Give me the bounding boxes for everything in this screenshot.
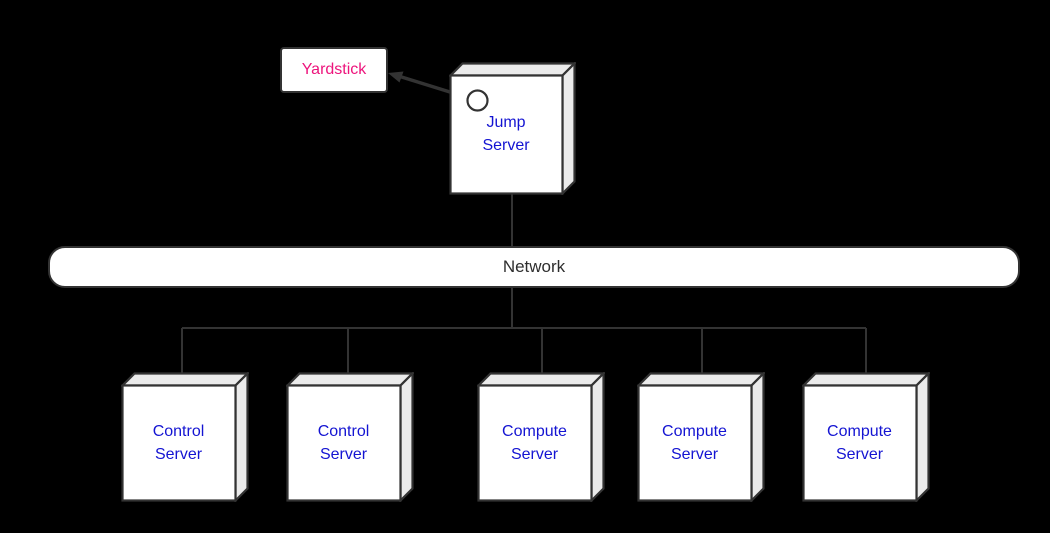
node-top-face <box>476 371 605 387</box>
compute-server-1-node: Compute Server <box>476 371 605 502</box>
server-box <box>801 371 930 502</box>
node-front-face <box>285 383 402 502</box>
node-front-face <box>476 383 593 502</box>
server-box <box>476 371 605 502</box>
compute-server-3-node: Compute Server <box>801 371 930 502</box>
control-server-1-label: Control Server <box>152 422 205 463</box>
node-right-face <box>914 371 930 502</box>
jump-server-label: Jump Server <box>482 114 530 154</box>
node-front-face <box>636 383 753 502</box>
server-box <box>285 371 414 502</box>
compute-server-3-label: Compute Server <box>827 422 892 463</box>
node-right-face <box>589 371 605 502</box>
node-right-face <box>749 371 765 502</box>
server-box <box>120 371 249 502</box>
node-front-face <box>120 383 237 502</box>
node-front-face <box>801 383 918 502</box>
control-server-1-node: Control Server <box>120 371 249 502</box>
node-top-face <box>801 371 930 387</box>
yardstick-note: Yardstick <box>280 47 388 93</box>
network-bar: Network <box>48 246 1020 288</box>
control-server-2-label: Control Server <box>317 422 370 463</box>
yardstick-label: Yardstick <box>301 61 367 78</box>
compute-server-2-label: Compute Server <box>662 422 727 463</box>
jump-server-box <box>448 61 576 195</box>
network-label: Network <box>502 257 566 276</box>
node-right-face <box>560 61 576 195</box>
server-box <box>636 371 765 502</box>
arrow-head <box>388 71 404 83</box>
node-right-face <box>398 371 414 502</box>
node-right-face <box>233 371 249 502</box>
port-circle <box>465 88 489 112</box>
node-top-face <box>285 371 414 387</box>
control-server-2-node: Control Server <box>285 371 414 502</box>
jump-server-node: Jump Server <box>448 61 576 195</box>
node-top-face <box>636 371 765 387</box>
node-top-face <box>448 61 576 77</box>
compute-server-1-label: Compute Server <box>502 422 567 463</box>
node-top-face <box>120 371 249 387</box>
compute-server-2-node: Compute Server <box>636 371 765 502</box>
